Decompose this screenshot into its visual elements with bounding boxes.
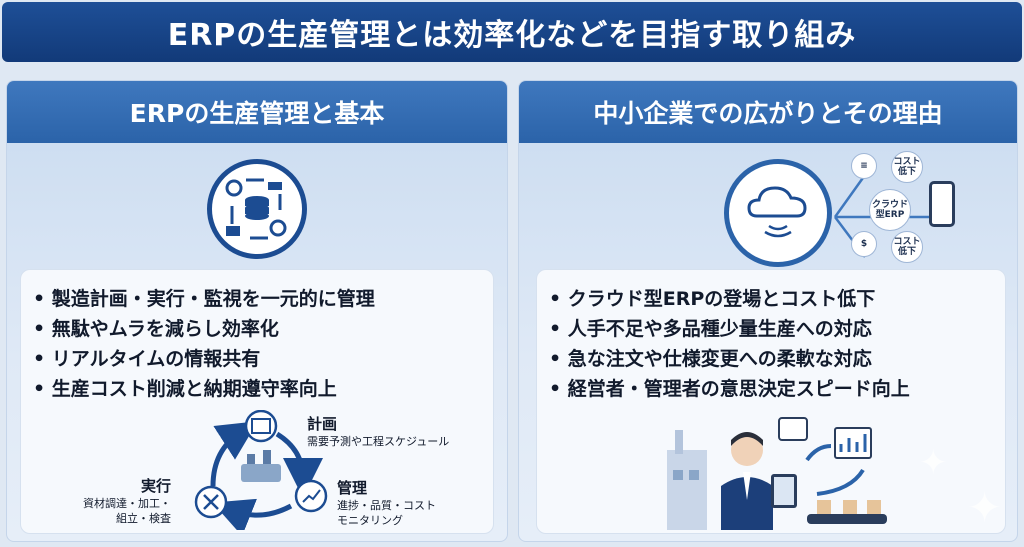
tools-icon [194, 485, 228, 519]
cycle-execute: 実行 資材調達・加工・ 組立・検査 [83, 475, 171, 526]
server-icon: ≡ [851, 153, 877, 179]
cycle-manage-label: 管理 [337, 479, 368, 497]
calendar-icon [244, 410, 278, 443]
panel-sme-adoption: 中小企業での広がりとその理由 ≡ コスト低下 クラウド型ERP $ コスト低下 … [518, 80, 1018, 542]
list-item: リアルタイムの情報共有 [33, 344, 375, 374]
badge-cloud-erp: クラウド型ERP [869, 189, 911, 231]
sparkle-icon: ✦ [919, 443, 948, 483]
panel-header-erp-basics: ERPの生産管理と基本 [7, 81, 507, 143]
cycle-plan-label: 計画 [307, 415, 338, 433]
report-chart-icon [834, 427, 872, 459]
list-item: 製造計画・実行・監視を一元的に管理 [33, 284, 375, 314]
sme-adoption-card: クラウド型ERPの登場とコスト低下 人手不足や多品種少量生産への対応 急な注文や… [536, 269, 1006, 534]
badge-cost-top: コスト低下 [891, 151, 923, 183]
conveyor-belt-icon [807, 500, 887, 524]
cycle-plan-detail: 需要予測や工程スケジュール [307, 435, 450, 448]
cycle-manage: 管理 進捗・品質・コスト モニタリング [337, 477, 436, 528]
panel-header-sme-adoption: 中小企業での広がりとその理由 [519, 81, 1017, 143]
chart-up-icon [294, 479, 328, 513]
factory-worker-illustration [667, 417, 887, 530]
list-item: クラウド型ERPの登場とコスト低下 [549, 284, 910, 314]
badge-cost-bottom: コスト低下 [891, 231, 923, 263]
cloud-icon [724, 159, 832, 267]
flow-arrow-icon [805, 444, 865, 496]
list-item: 生産コスト削減と納期遵守率向上 [33, 374, 375, 404]
main-title: ERPの生産管理とは効率化などを目指す取り組み [2, 2, 1022, 62]
message-bubble-icon [778, 417, 808, 441]
factory-building-icon [667, 430, 707, 530]
erp-basics-card: 製造計画・実行・監視を一元的に管理 無駄やムラを減らし効率化 リアルタイムの情報… [20, 269, 494, 534]
cycle-manage-detail-1: 進捗・品質・コスト [337, 499, 436, 512]
factory-icon [241, 450, 281, 482]
list-item: 経営者・管理者の意思決定スピード向上 [549, 374, 910, 404]
tablet-device-icon [771, 474, 797, 508]
cycle-manage-detail-2: モニタリング [337, 514, 403, 527]
list-item: 急な注文や仕様変更への柔軟な対応 [549, 344, 910, 374]
cycle-execute-detail-2: 組立・検査 [116, 512, 171, 525]
money-hand-icon: $ [851, 231, 877, 257]
cycle-plan: 計画 需要予測や工程スケジュール [307, 413, 449, 449]
list-item: 無駄やムラを減らし効率化 [33, 314, 375, 344]
sme-adoption-list: クラウド型ERPの登場とコスト低下 人手不足や多品種少量生産への対応 急な注文や… [549, 284, 910, 404]
cycle-execute-label: 実行 [140, 477, 171, 495]
panel-erp-basics: ERPの生産管理と基本 製造計画・実行・監視を [6, 80, 508, 542]
cycle-diagram [194, 410, 328, 530]
list-item: 人手不足や多品種少量生産への対応 [549, 314, 910, 344]
cycle-execute-detail-1: 資材調達・加工・ [83, 497, 171, 510]
sparkle-icon: ✦ [967, 483, 1003, 532]
erp-basics-list: 製造計画・実行・監視を一元的に管理 無駄やムラを減らし効率化 リアルタイムの情報… [33, 284, 375, 404]
tablet-icon [929, 181, 955, 227]
erp-process-icon [207, 159, 307, 259]
businessman-icon [721, 432, 773, 530]
